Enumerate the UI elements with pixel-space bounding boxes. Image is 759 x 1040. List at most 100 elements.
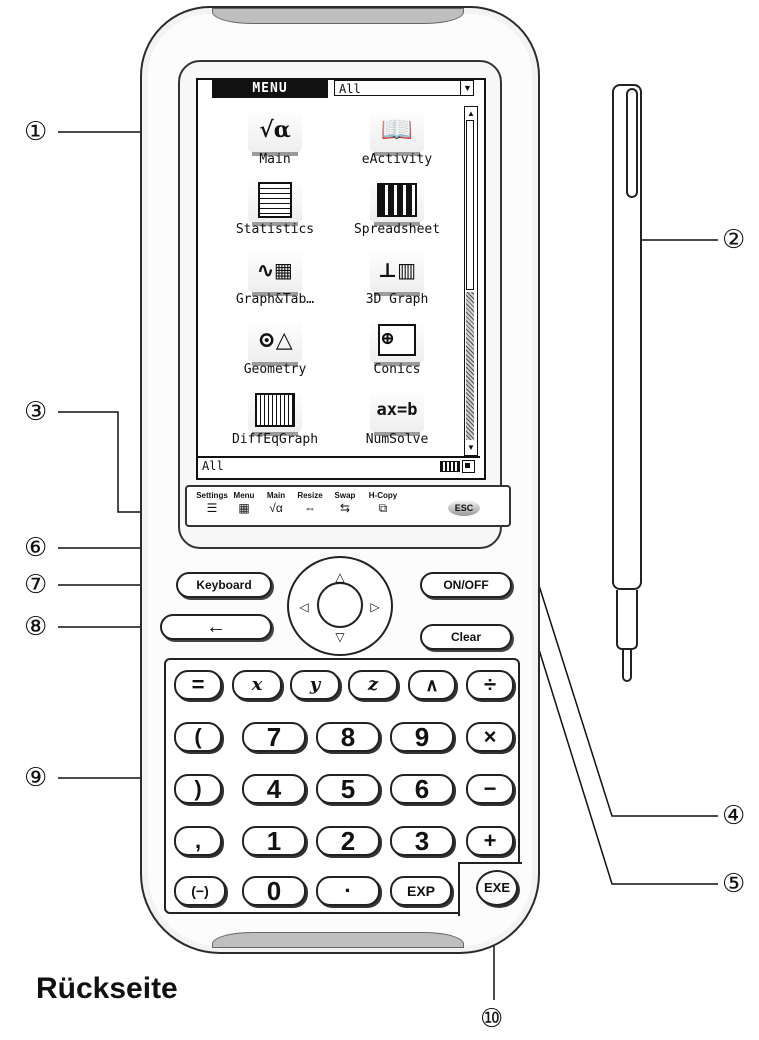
key-divide[interactable]: ÷ bbox=[466, 670, 514, 700]
scroll-down-icon[interactable]: ▼ bbox=[467, 443, 475, 452]
key-4[interactable]: 4 bbox=[242, 774, 306, 804]
app-label: Graph&Tab… bbox=[235, 292, 315, 307]
softkey-h-copy[interactable]: H-Copy ⧉ bbox=[366, 491, 400, 516]
geometry-icon: ⊙△ bbox=[248, 318, 302, 362]
key-1[interactable]: 1 bbox=[242, 826, 306, 856]
on-off-key[interactable]: ON/OFF bbox=[420, 572, 512, 598]
app-geometry[interactable]: ⊙△ Geometry bbox=[210, 318, 340, 377]
app-spreadsheet[interactable]: Spreadsheet bbox=[332, 178, 462, 237]
statistics-icon bbox=[248, 178, 302, 222]
up-arrow-icon[interactable]: △ bbox=[335, 570, 345, 584]
diffeq-graph-icon bbox=[248, 388, 302, 432]
menu-icon: ▦ bbox=[238, 501, 250, 515]
right-arrow-icon[interactable]: ▷ bbox=[370, 600, 380, 614]
graph-table-icon: ∿▦ bbox=[248, 248, 302, 292]
key-0[interactable]: 0 bbox=[242, 876, 306, 906]
softkey-label: H-Copy bbox=[368, 491, 398, 500]
app-label: Conics bbox=[373, 362, 421, 377]
cursor-pad[interactable] bbox=[287, 556, 393, 656]
key-3[interactable]: 3 bbox=[390, 826, 454, 856]
app-label: Spreadsheet bbox=[353, 222, 441, 237]
key-plus[interactable]: + bbox=[466, 826, 514, 856]
callout-2: ② bbox=[722, 225, 746, 255]
status-divider bbox=[198, 456, 480, 458]
softkey-settings[interactable]: Settings ☰ bbox=[195, 491, 229, 516]
key-equals[interactable]: = bbox=[174, 670, 222, 700]
cursor-pad-center[interactable] bbox=[317, 582, 363, 628]
numsolve-icon-glyph: ax=b bbox=[376, 400, 418, 420]
key-open-paren[interactable]: ( bbox=[174, 722, 222, 752]
app-statistics[interactable]: Statistics bbox=[210, 178, 340, 237]
settings-icon: ☰ bbox=[206, 501, 218, 515]
softkey-menu[interactable]: Menu ▦ bbox=[227, 491, 261, 516]
app-conics[interactable]: ⊕ Conics bbox=[332, 318, 462, 377]
app-category-dropdown[interactable]: All bbox=[334, 80, 474, 96]
main-icon-glyph: √α bbox=[259, 117, 291, 143]
key-z[interactable]: z bbox=[348, 670, 398, 700]
app-label: NumSolve bbox=[365, 432, 429, 447]
key-negative[interactable]: (−) bbox=[174, 876, 226, 906]
key-power[interactable]: ∧ bbox=[408, 670, 456, 700]
app-diffeq-graph[interactable]: DiffEqGraph bbox=[210, 388, 340, 447]
calculator-top-bar bbox=[212, 8, 464, 24]
softkey-main[interactable]: Main √α bbox=[259, 491, 293, 516]
softkey-label: Menu bbox=[233, 491, 255, 500]
scrollbar-thumb[interactable] bbox=[466, 120, 474, 290]
esc-button[interactable]: ESC bbox=[448, 500, 480, 516]
callout-8: ⑧ bbox=[24, 612, 48, 642]
app-label: Statistics bbox=[235, 222, 315, 237]
key-9[interactable]: 9 bbox=[390, 722, 454, 752]
key-minus[interactable]: − bbox=[466, 774, 514, 804]
key-multiply[interactable]: × bbox=[466, 722, 514, 752]
clear-key[interactable]: Clear bbox=[420, 624, 512, 650]
app-label: eActivity bbox=[361, 152, 433, 167]
softkey-swap[interactable]: Swap ⇆ bbox=[328, 491, 362, 516]
battery-icon bbox=[440, 461, 460, 472]
softkey-label: Main bbox=[266, 491, 286, 500]
leader-4 bbox=[535, 575, 718, 817]
key-y[interactable]: y bbox=[290, 670, 340, 700]
key-decimal[interactable]: · bbox=[316, 876, 380, 906]
key-5[interactable]: 5 bbox=[316, 774, 380, 804]
scrollbar-track-fill bbox=[466, 292, 474, 440]
softkey-resize[interactable]: Resize ⇔ bbox=[293, 491, 327, 516]
key-close-paren[interactable]: ) bbox=[174, 774, 222, 804]
scroll-up-icon[interactable]: ▲ bbox=[467, 109, 475, 118]
lcd-screen[interactable] bbox=[196, 78, 486, 480]
app-eactivity[interactable]: 📖 eActivity bbox=[332, 108, 462, 167]
app-label: Geometry bbox=[243, 362, 307, 377]
menu-tab[interactable]: MENU bbox=[212, 80, 328, 98]
key-exe[interactable]: EXE bbox=[476, 870, 518, 906]
sqrt-alpha-icon: √α bbox=[248, 108, 302, 152]
callout-6: ⑥ bbox=[24, 533, 48, 563]
book-icon: 📖 bbox=[370, 108, 424, 152]
app-graph-table[interactable]: ∿▦ Graph&Tab… bbox=[210, 248, 340, 307]
keyboard-key[interactable]: Keyboard bbox=[176, 572, 272, 598]
backspace-key[interactable]: ← bbox=[160, 614, 272, 640]
key-comma[interactable]: , bbox=[174, 826, 222, 856]
app-numsolve[interactable]: ax=b NumSolve bbox=[332, 388, 462, 447]
stylus-clip bbox=[626, 88, 638, 198]
key-6[interactable]: 6 bbox=[390, 774, 454, 804]
app-label: DiffEqGraph bbox=[231, 432, 319, 447]
callout-3: ③ bbox=[24, 397, 48, 427]
dropdown-arrow-icon[interactable]: ▼ bbox=[460, 81, 474, 95]
swap-icon: ⇆ bbox=[339, 501, 351, 515]
app-main[interactable]: √α Main bbox=[210, 108, 340, 167]
key-7[interactable]: 7 bbox=[242, 722, 306, 752]
h-copy-icon: ⧉ bbox=[378, 501, 388, 515]
main-icon: √α bbox=[269, 501, 283, 515]
section-heading: Rückseite bbox=[36, 972, 178, 1005]
left-arrow-icon[interactable]: ◁ bbox=[299, 600, 309, 614]
key-2[interactable]: 2 bbox=[316, 826, 380, 856]
resize-icon: ⇔ bbox=[304, 501, 316, 515]
down-arrow-icon[interactable]: ▽ bbox=[335, 630, 345, 644]
app-3d-graph[interactable]: ⊥▥ 3D Graph bbox=[332, 248, 462, 307]
stylus-tip bbox=[622, 650, 632, 682]
status-box-icon bbox=[462, 460, 475, 473]
conics-icon: ⊕ bbox=[370, 318, 424, 362]
key-8[interactable]: 8 bbox=[316, 722, 380, 752]
key-x[interactable]: x bbox=[232, 670, 282, 700]
key-exp[interactable]: EXP bbox=[390, 876, 452, 906]
